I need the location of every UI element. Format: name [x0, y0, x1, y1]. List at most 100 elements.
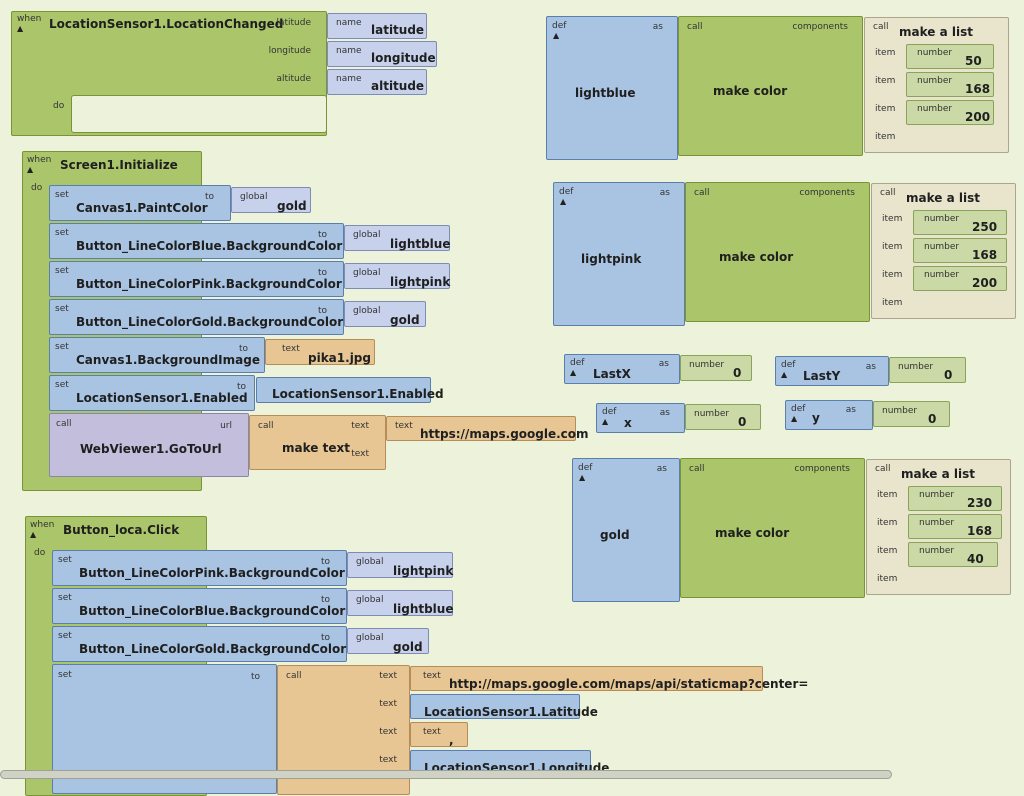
number-block[interactable]: number 200: [913, 266, 1007, 291]
do-label: do: [31, 183, 43, 193]
param-label-latitude: latitude: [276, 18, 311, 28]
make-color-label: make color: [713, 84, 788, 98]
property-name: Button_LineColorBlue.BackgroundColor: [79, 604, 346, 618]
to-keyword: to: [238, 344, 248, 354]
collapse-triangle-icon[interactable]: ▲: [602, 417, 609, 426]
set-locationsensor-enabled[interactable]: set LocationSensor1.Enabled to: [49, 375, 255, 411]
to-keyword: to: [317, 268, 327, 278]
set-keyword: set: [58, 555, 72, 565]
text-socket-label: text: [379, 671, 397, 681]
def-name: gold: [600, 528, 630, 542]
global-gold-ref[interactable]: global gold: [347, 628, 429, 654]
collapse-triangle-icon[interactable]: ▲: [17, 24, 24, 33]
location-changed-event[interactable]: when ▲ LocationSensor1.LocationChanged l…: [11, 11, 327, 136]
horizontal-scrollbar[interactable]: [0, 770, 892, 779]
set-button-linecolorpink-bg[interactable]: set Button_LineColorPink.BackgroundColor…: [49, 261, 344, 297]
global-value: lightpink: [390, 275, 451, 289]
call-make-color[interactable]: call make color components: [685, 182, 870, 322]
collapse-triangle-icon[interactable]: ▲: [791, 414, 798, 423]
number-block[interactable]: number 0: [873, 401, 950, 427]
text-value: http://maps.google.com/maps/api/staticma…: [449, 677, 809, 691]
call-make-color[interactable]: call make color components: [680, 458, 865, 598]
collapse-triangle-icon[interactable]: ▲: [553, 31, 560, 40]
number-keyword: number: [924, 270, 960, 280]
number-block[interactable]: number 168: [906, 72, 994, 97]
number-block[interactable]: number 168: [908, 514, 1002, 539]
global-keyword: global: [353, 268, 381, 278]
call-keyword: call: [56, 419, 72, 429]
set-canvas-backgroundimage[interactable]: set Canvas1.BackgroundImage to: [49, 337, 265, 373]
number-block[interactable]: number 200: [906, 100, 994, 125]
do-slot-empty[interactable]: [71, 95, 327, 133]
number-block[interactable]: number 230: [908, 486, 1002, 511]
number-value: 0: [738, 415, 747, 429]
number-keyword: number: [919, 546, 955, 556]
locationsensor-enabled-getter[interactable]: LocationSensor1.Enabled: [256, 377, 444, 403]
call-keyword: call: [694, 188, 710, 198]
global-lightpink-ref[interactable]: global lightpink: [347, 552, 453, 578]
global-lightblue-ref[interactable]: global lightblue: [347, 590, 453, 616]
text-maps-google-url[interactable]: text https://maps.google.com: [386, 416, 589, 441]
number-keyword: number: [917, 76, 953, 86]
call-webviewer-gotourl[interactable]: call WebViewer1.GoToUrl url: [49, 413, 249, 477]
def-lastx[interactable]: def ▲ LastX as: [564, 354, 680, 384]
item-label: item: [877, 574, 898, 584]
collapse-triangle-icon[interactable]: ▲: [781, 370, 788, 379]
as-keyword: as: [845, 405, 856, 415]
global-gold-ref[interactable]: global gold: [344, 301, 426, 327]
call-make-text[interactable]: call make text text text: [249, 415, 386, 470]
set-canvas-paintcolor[interactable]: set Canvas1.PaintColor to: [49, 185, 231, 221]
number-block[interactable]: number 50: [906, 44, 994, 69]
def-keyword: def: [559, 187, 574, 197]
call-keyword: call: [689, 464, 705, 474]
def-gold[interactable]: def ▲ gold as: [572, 458, 680, 602]
make-text-label: make text: [282, 441, 350, 455]
number-block[interactable]: number 0: [680, 355, 752, 381]
text-comma[interactable]: text ,: [410, 722, 468, 747]
number-block[interactable]: number 40: [908, 542, 998, 567]
call-make-color[interactable]: call make color components: [678, 16, 863, 156]
number-block[interactable]: number 168: [913, 238, 1007, 263]
item-label: item: [875, 48, 896, 58]
param-name-latitude[interactable]: name latitude: [327, 13, 427, 39]
to-keyword: to: [250, 672, 260, 682]
def-name: lightpink: [581, 252, 642, 266]
param-name-altitude[interactable]: name altitude: [327, 69, 427, 95]
set-button-linecolorgold-bg[interactable]: set Button_LineColorGold.BackgroundColor…: [49, 299, 344, 335]
def-lightblue[interactable]: def ▲ lightblue as: [546, 16, 678, 160]
set-button-linecolorgold-bg[interactable]: set Button_LineColorGold.BackgroundColor…: [52, 626, 347, 662]
text-keyword: text: [395, 421, 413, 431]
number-value: 0: [928, 412, 937, 426]
number-block[interactable]: number 0: [685, 404, 761, 430]
text-staticmap-url[interactable]: text http://maps.google.com/maps/api/sta…: [410, 666, 808, 691]
text-pika1-jpg[interactable]: text pika1.jpg: [265, 339, 375, 365]
collapse-triangle-icon[interactable]: ▲: [30, 530, 37, 539]
collapse-triangle-icon[interactable]: ▲: [560, 197, 567, 206]
as-keyword: as: [659, 408, 670, 418]
def-x[interactable]: def ▲ x as: [596, 403, 685, 433]
set-button-linecolorblue-bg[interactable]: set Button_LineColorBlue.BackgroundColor…: [49, 223, 344, 259]
number-block[interactable]: number 0: [889, 357, 966, 383]
text-value: https://maps.google.com: [420, 427, 589, 441]
set-button-linecolorpink-bg[interactable]: set Button_LineColorPink.BackgroundColor…: [52, 550, 347, 586]
number-value: 250: [972, 220, 998, 234]
number-block[interactable]: number 250: [913, 210, 1007, 235]
def-name: LastY: [803, 369, 841, 383]
param-name-longitude[interactable]: name longitude: [327, 41, 437, 67]
def-lightpink[interactable]: def ▲ lightpink as: [553, 182, 685, 326]
global-value: lightblue: [393, 602, 454, 616]
text-keyword: text: [282, 344, 300, 354]
global-lightpink-ref[interactable]: global lightpink: [344, 263, 450, 289]
collapse-triangle-icon[interactable]: ▲: [579, 473, 586, 482]
collapse-triangle-icon[interactable]: ▲: [570, 368, 577, 377]
def-lasty[interactable]: def ▲ LastY as: [775, 356, 889, 386]
global-gold-ref[interactable]: global gold: [231, 187, 311, 213]
global-value: gold: [393, 640, 423, 654]
set-keyword: set: [55, 304, 69, 314]
global-lightblue-ref[interactable]: global lightblue: [344, 225, 450, 251]
locationsensor-latitude-getter[interactable]: LocationSensor1.Latitude: [410, 694, 598, 719]
collapse-triangle-icon[interactable]: ▲: [27, 165, 34, 174]
set-button-linecolorblue-bg[interactable]: set Button_LineColorBlue.BackgroundColor…: [52, 588, 347, 624]
event-title: Button_loca.Click: [63, 523, 180, 537]
def-y[interactable]: def ▲ y as: [785, 400, 873, 430]
